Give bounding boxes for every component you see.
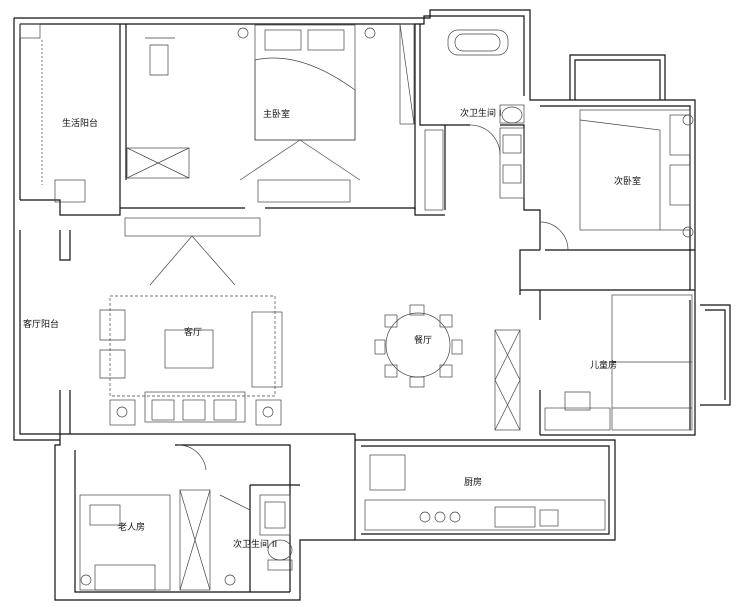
room-label-elder-room: 老人房 <box>118 523 146 533</box>
room-label-bathroom-1: 次卫生间 I <box>460 109 502 119</box>
room-label-utility-balcony: 生活阳台 <box>62 119 99 129</box>
room-label-master-bedroom: 主卧室 <box>263 110 291 120</box>
walls <box>13 9 731 601</box>
room-label-dining-room: 餐厅 <box>414 336 433 346</box>
room-label-kitchen: 厨房 <box>464 478 483 488</box>
room-label-living-balcony: 客厅阳台 <box>23 320 60 330</box>
room-label-bathroom-2: 次卫生间 II <box>233 540 278 550</box>
bay-window <box>700 304 731 406</box>
room-label-living-room: 客厅 <box>184 328 203 338</box>
room-label-kids-room: 儿童房 <box>590 361 618 371</box>
bay-balcony <box>569 54 666 100</box>
room-label-second-bedroom: 次卧室 <box>614 177 642 187</box>
furniture <box>19 23 694 591</box>
